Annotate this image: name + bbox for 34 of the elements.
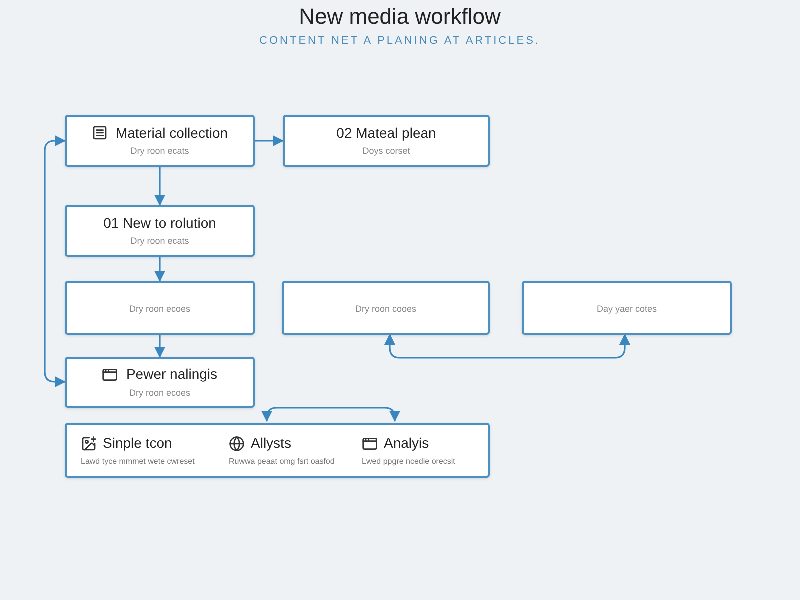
step-note: Doys corset [362,146,412,158]
step-title: Analyis [384,435,430,452]
step-title: Allysts [251,435,292,452]
process-box [65,115,255,167]
group-box [65,423,490,478]
process-box [65,205,255,257]
step-title: 02 Mateal plean [336,124,436,142]
step-note: Dry roon ecats [130,236,190,248]
arrow [154,257,166,282]
diagram-title: New media workflow [299,3,501,31]
step-note: Lawd tyce mmmet wete cwreset [81,456,196,466]
step-title: Material collection [116,124,228,142]
step-title: Sinple tcon [103,435,172,452]
arrow [384,334,631,359]
subtitle: CONTENT NET A PLANING AT ARTICLES. [260,34,540,49]
step-note: Dry roon ecats [130,146,190,158]
step-title: 01 New to rolution [104,214,216,232]
arrow [154,335,166,358]
step-note: Dry roon ecoes [128,304,192,316]
process-box [282,281,490,335]
step-title: Pewer nalingis [126,366,218,384]
arrow [255,135,284,147]
process-box [65,357,255,408]
step-note: Dry roon ecoes [128,388,192,399]
step-note: Lwed ppgre ncedie orecsit [362,456,456,466]
step-note: Ruwwa peaat omg fsrt oasfod [229,456,336,466]
step-note: Dry roon cooes [354,304,418,316]
step-note: Day yaer cotes [596,304,658,316]
arrow [261,407,401,422]
process-box [522,281,732,335]
process-box [65,281,255,335]
arrow [154,167,166,206]
process-box [283,115,490,167]
arrow [44,135,66,388]
